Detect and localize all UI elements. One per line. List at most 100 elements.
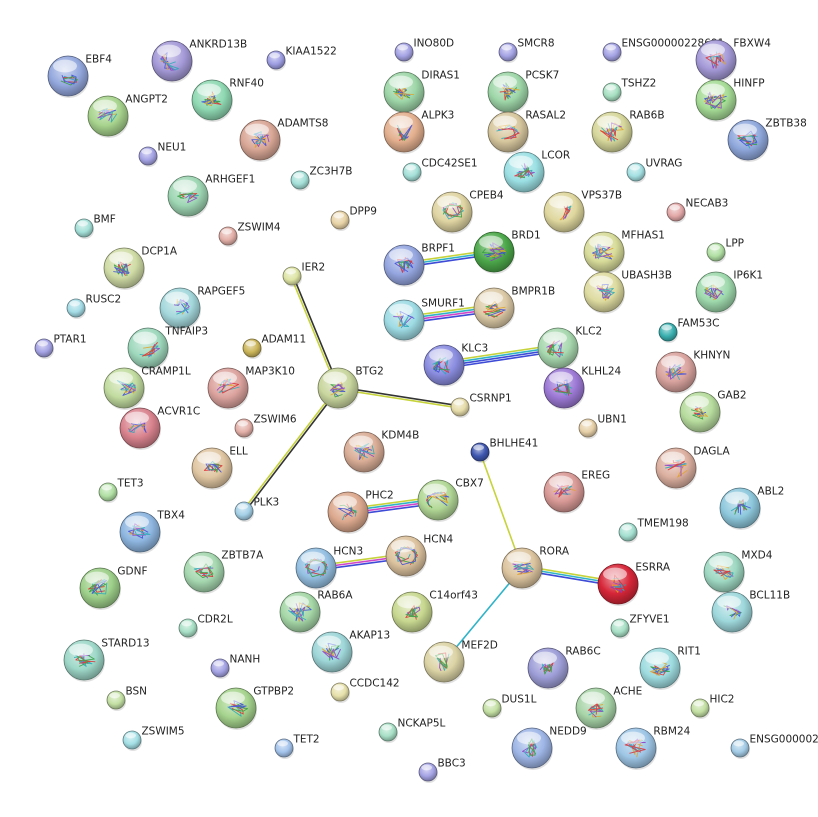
node-BMF[interactable]: BMF bbox=[74, 214, 116, 239]
node-RNF40[interactable]: RNF40 bbox=[191, 78, 264, 122]
node-KLC3[interactable]: KLC3 bbox=[423, 343, 488, 387]
node-NEDD9[interactable]: NEDD9 bbox=[511, 726, 587, 770]
node-BRD1[interactable]: BRD1 bbox=[473, 230, 541, 274]
node-INO80D[interactable]: INO80D bbox=[394, 38, 454, 63]
node-FAM53C[interactable]: FAM53C bbox=[658, 318, 719, 343]
node-HCN3[interactable]: HCN3 bbox=[295, 546, 363, 590]
node-SMCR8[interactable]: SMCR8 bbox=[498, 38, 555, 63]
node-BSN[interactable]: BSN bbox=[106, 686, 147, 711]
node-UBASH3B[interactable]: UBASH3B bbox=[583, 270, 672, 314]
node-GTPBP2[interactable]: GTPBP2 bbox=[215, 686, 294, 730]
node-MXD4[interactable]: MXD4 bbox=[703, 550, 773, 594]
node-DIRAS1[interactable]: DIRAS1 bbox=[383, 70, 460, 114]
node-MEF2D[interactable]: MEF2D bbox=[423, 640, 498, 684]
node-RAB6B[interactable]: RAB6B bbox=[591, 110, 665, 154]
node-ENSG0000020[interactable]: ENSG0000020 bbox=[730, 734, 818, 759]
node-SMURF1[interactable]: SMURF1 bbox=[383, 298, 465, 342]
node-IP6K1[interactable]: IP6K1 bbox=[695, 270, 763, 314]
node-DCP1A[interactable]: DCP1A bbox=[103, 246, 178, 290]
node-PHC2[interactable]: PHC2 bbox=[327, 490, 394, 534]
node-ZSWIM5[interactable]: ZSWIM5 bbox=[122, 726, 185, 751]
node-RAB6A[interactable]: RAB6A bbox=[279, 590, 353, 634]
node-BBC3[interactable]: BBC3 bbox=[418, 758, 466, 783]
node-C14orf43[interactable]: C14orf43 bbox=[391, 590, 478, 634]
node-CPEB4[interactable]: CPEB4 bbox=[431, 190, 504, 234]
node-RUSC2[interactable]: RUSC2 bbox=[66, 294, 121, 319]
node-UBN1[interactable]: UBN1 bbox=[578, 414, 627, 439]
node-KHNYN[interactable]: KHNYN bbox=[655, 350, 730, 394]
node-NECAB3[interactable]: NECAB3 bbox=[666, 198, 728, 223]
node-ELL[interactable]: ELL bbox=[191, 446, 248, 490]
node-ACVR1C[interactable]: ACVR1C bbox=[119, 406, 200, 450]
node-ENSG00000228691[interactable]: ENSG00000228691 bbox=[602, 38, 724, 63]
node-ADAM11[interactable]: ADAM11 bbox=[242, 334, 306, 359]
node-PLK3[interactable]: PLK3 bbox=[234, 497, 279, 522]
node-RASAL2[interactable]: RASAL2 bbox=[487, 110, 566, 154]
node-LPP[interactable]: LPP bbox=[706, 238, 744, 263]
node-RAB6C[interactable]: RAB6C bbox=[527, 646, 601, 690]
edge-BTG2-CSRNP1[interactable] bbox=[337, 386, 461, 409]
node-LCOR[interactable]: LCOR bbox=[503, 150, 570, 194]
node-HINFP[interactable]: HINFP bbox=[695, 78, 765, 122]
node-MAP3K10[interactable]: MAP3K10 bbox=[207, 366, 295, 410]
node-TET3[interactable]: TET3 bbox=[98, 478, 144, 503]
node-TBX4[interactable]: TBX4 bbox=[119, 510, 185, 554]
node-RIT1[interactable]: RIT1 bbox=[639, 646, 701, 690]
node-CDC42SE1[interactable]: CDC42SE1 bbox=[402, 158, 478, 183]
node-BMPR1B[interactable]: BMPR1B bbox=[473, 286, 555, 330]
node-RBM24[interactable]: RBM24 bbox=[615, 726, 691, 770]
node-BTG2[interactable]: BTG2 bbox=[317, 366, 384, 410]
node-EREG[interactable]: EREG bbox=[543, 470, 610, 514]
node-EBF4[interactable]: EBF4 bbox=[47, 54, 112, 98]
node-TNFAIP3[interactable]: TNFAIP3 bbox=[127, 326, 208, 370]
node-DAGLA[interactable]: DAGLA bbox=[655, 446, 731, 490]
node-KLHL24[interactable]: KLHL24 bbox=[543, 366, 622, 410]
node-AKAP13[interactable]: AKAP13 bbox=[311, 630, 390, 674]
node-FBXW4[interactable]: FBXW4 bbox=[695, 38, 771, 82]
node-ANKRD13B[interactable]: ANKRD13B bbox=[151, 39, 247, 83]
node-DPP9[interactable]: DPP9 bbox=[330, 206, 377, 231]
node-ADAMTS8[interactable]: ADAMTS8 bbox=[239, 118, 328, 162]
node-HCN4[interactable]: HCN4 bbox=[385, 534, 453, 578]
node-BCL11B[interactable]: BCL11B bbox=[711, 590, 790, 634]
node-CDR2L[interactable]: CDR2L bbox=[178, 614, 233, 639]
node-IER2[interactable]: IER2 bbox=[282, 262, 325, 287]
node-CRAMP1L[interactable]: CRAMP1L bbox=[103, 366, 191, 410]
node-ANGPT2[interactable]: ANGPT2 bbox=[87, 94, 168, 138]
node-BRPF1[interactable]: BRPF1 bbox=[383, 243, 455, 287]
node-RAPGEF5[interactable]: RAPGEF5 bbox=[159, 286, 245, 330]
node-KDM4B[interactable]: KDM4B bbox=[343, 430, 419, 474]
node-NCKAP5L[interactable]: NCKAP5L bbox=[378, 718, 446, 743]
node-CBX7[interactable]: CBX7 bbox=[417, 478, 484, 522]
node-KLC2[interactable]: KLC2 bbox=[537, 326, 602, 370]
node-ESRRA[interactable]: ESRRA bbox=[597, 562, 671, 606]
node-ZSWIM6[interactable]: ZSWIM6 bbox=[234, 414, 297, 439]
node-ZSWIM4[interactable]: ZSWIM4 bbox=[218, 222, 281, 247]
node-MFHAS1[interactable]: MFHAS1 bbox=[583, 230, 665, 274]
node-ZC3H7B[interactable]: ZC3H7B bbox=[290, 166, 352, 191]
node-ZFYVE1[interactable]: ZFYVE1 bbox=[610, 614, 670, 639]
node-NEU1[interactable]: NEU1 bbox=[138, 142, 186, 167]
node-CSRNP1[interactable]: CSRNP1 bbox=[450, 393, 512, 418]
node-NANH[interactable]: NANH bbox=[210, 654, 260, 679]
node-ALPK3[interactable]: ALPK3 bbox=[383, 110, 454, 154]
node-BHLHE41[interactable]: BHLHE41 bbox=[470, 438, 538, 463]
node-ARHGEF1[interactable]: ARHGEF1 bbox=[167, 174, 255, 218]
node-GDNF[interactable]: GDNF bbox=[79, 566, 148, 610]
node-PCSK7[interactable]: PCSK7 bbox=[487, 70, 559, 114]
node-ZBTB7A[interactable]: ZBTB7A bbox=[183, 550, 264, 594]
node-VPS37B[interactable]: VPS37B bbox=[543, 190, 622, 234]
edge-BTG2-PLK3[interactable] bbox=[242, 386, 340, 513]
node-HIC2[interactable]: HIC2 bbox=[690, 694, 734, 719]
node-KIAA1522[interactable]: KIAA1522 bbox=[266, 46, 337, 71]
node-PTAR1[interactable]: PTAR1 bbox=[34, 334, 87, 359]
node-GAB2[interactable]: GAB2 bbox=[679, 390, 747, 434]
node-CCDC142[interactable]: CCDC142 bbox=[330, 678, 400, 703]
node-TSHZ2[interactable]: TSHZ2 bbox=[602, 78, 656, 103]
node-ZBTB38[interactable]: ZBTB38 bbox=[727, 118, 807, 162]
node-TMEM198[interactable]: TMEM198 bbox=[618, 518, 689, 543]
edge-BHLHE41-RORA[interactable] bbox=[479, 451, 523, 569]
node-STARD13[interactable]: STARD13 bbox=[63, 638, 150, 682]
node-DUS1L[interactable]: DUS1L bbox=[482, 694, 537, 719]
node-TET2[interactable]: TET2 bbox=[274, 734, 320, 759]
